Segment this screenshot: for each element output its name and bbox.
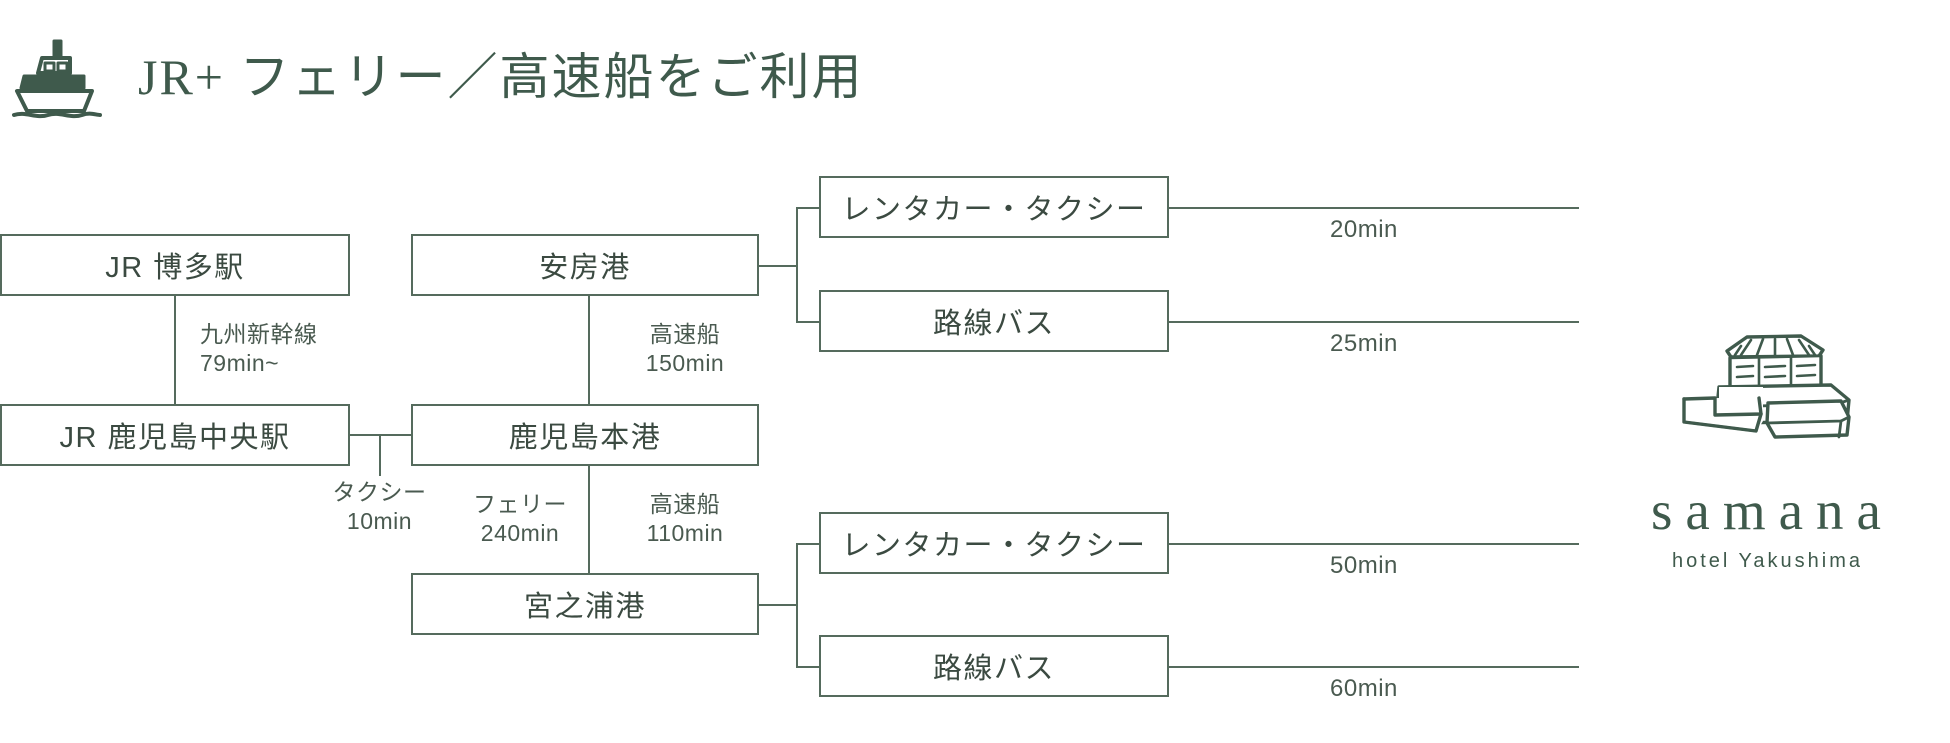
connector-miyanoura-to-bus: [796, 666, 819, 668]
connector-taxi-stub: [379, 434, 381, 476]
edge-duration: 79min~: [200, 349, 280, 376]
connector-miyanoura-trunk: [759, 604, 798, 606]
duration-anbo-car: 20min: [1330, 216, 1398, 243]
node-label: レンタカー・タクシー: [841, 530, 1147, 562]
connector-hakata-kagoshima: [174, 296, 176, 404]
node-label: 鹿児島本港: [508, 422, 662, 454]
ferry-ship-icon: [12, 39, 102, 119]
node-miyanoura-route-bus[interactable]: 路線バス: [819, 635, 1169, 697]
connector-kagoshima-anbo: [588, 296, 590, 404]
node-anbo-rentalcar-taxi[interactable]: レンタカー・タクシー: [819, 176, 1169, 238]
node-label: JR 鹿児島中央駅: [59, 422, 291, 454]
edge-duration: 10min: [346, 507, 413, 534]
duration-miyanoura-car: 50min: [1330, 552, 1398, 579]
node-label: 安房港: [539, 252, 631, 284]
connector-anbo-to-bus: [796, 321, 819, 323]
samana-building-icon: [1682, 334, 1851, 439]
connector-anbo-trunk: [759, 265, 798, 267]
node-label: 路線バス: [932, 653, 1055, 685]
node-anbo-route-bus[interactable]: 路線バス: [819, 290, 1169, 352]
edge-duration: 150min: [645, 349, 725, 376]
node-label: レンタカー・タクシー: [841, 194, 1147, 226]
connector-anbo-to-car: [796, 207, 819, 209]
node-jr-hakata[interactable]: JR 博多駅: [0, 234, 350, 296]
node-label: JR 博多駅: [105, 252, 245, 284]
edge-mode: 高速船: [649, 491, 721, 517]
terminal-line-anbo-bus: [1169, 321, 1579, 323]
edge-mode: 九州新幹線: [200, 321, 318, 347]
edge-label-ferry: フェリー 240min: [445, 490, 595, 548]
edge-label-shinkansen: 九州新幹線 79min~: [200, 320, 420, 378]
duration-miyanoura-bus: 60min: [1330, 675, 1398, 702]
connector-miyanoura-split: [796, 543, 798, 666]
edge-duration: 240min: [480, 519, 560, 546]
edge-mode: タクシー: [332, 479, 427, 505]
connector-miyanoura-to-car: [796, 543, 819, 545]
node-jr-kagoshima-chuo[interactable]: JR 鹿児島中央駅: [0, 404, 350, 466]
edge-label-jetfoil-miyanoura: 高速船 110min: [610, 490, 760, 548]
duration-anbo-bus: 25min: [1330, 330, 1398, 357]
edge-duration: 110min: [646, 519, 724, 546]
node-label: 宮之浦港: [523, 591, 646, 623]
terminal-line-miyanoura-car: [1169, 543, 1579, 545]
node-miyanoura-rentalcar-taxi[interactable]: レンタカー・タクシー: [819, 512, 1169, 574]
logo-tagline: hotel Yakushima: [1671, 550, 1863, 572]
connector-kagoshima-miyanoura: [588, 466, 590, 573]
node-label: 路線バス: [932, 308, 1055, 340]
node-miyanoura-port[interactable]: 宮之浦港: [411, 573, 759, 635]
node-kagoshima-port[interactable]: 鹿児島本港: [411, 404, 759, 466]
edge-label-taxi: タクシー 10min: [302, 478, 457, 536]
connector-anbo-split: [796, 207, 798, 321]
node-anbo-port[interactable]: 安房港: [411, 234, 759, 296]
edge-mode: フェリー: [473, 491, 567, 517]
terminal-line-anbo-car: [1169, 207, 1579, 209]
page-header: JR+ フェリー／高速船をご利用: [0, 22, 1000, 132]
logo-wordmark: samana: [1651, 480, 1894, 541]
edge-label-jetfoil-anbo: 高速船 150min: [610, 320, 760, 378]
samana-logo: samana hotel Yakushima: [1616, 325, 1916, 573]
page-title: JR+ フェリー／高速船をご利用: [138, 48, 864, 105]
terminal-line-miyanoura-bus: [1169, 666, 1579, 668]
edge-mode: 高速船: [649, 321, 721, 347]
